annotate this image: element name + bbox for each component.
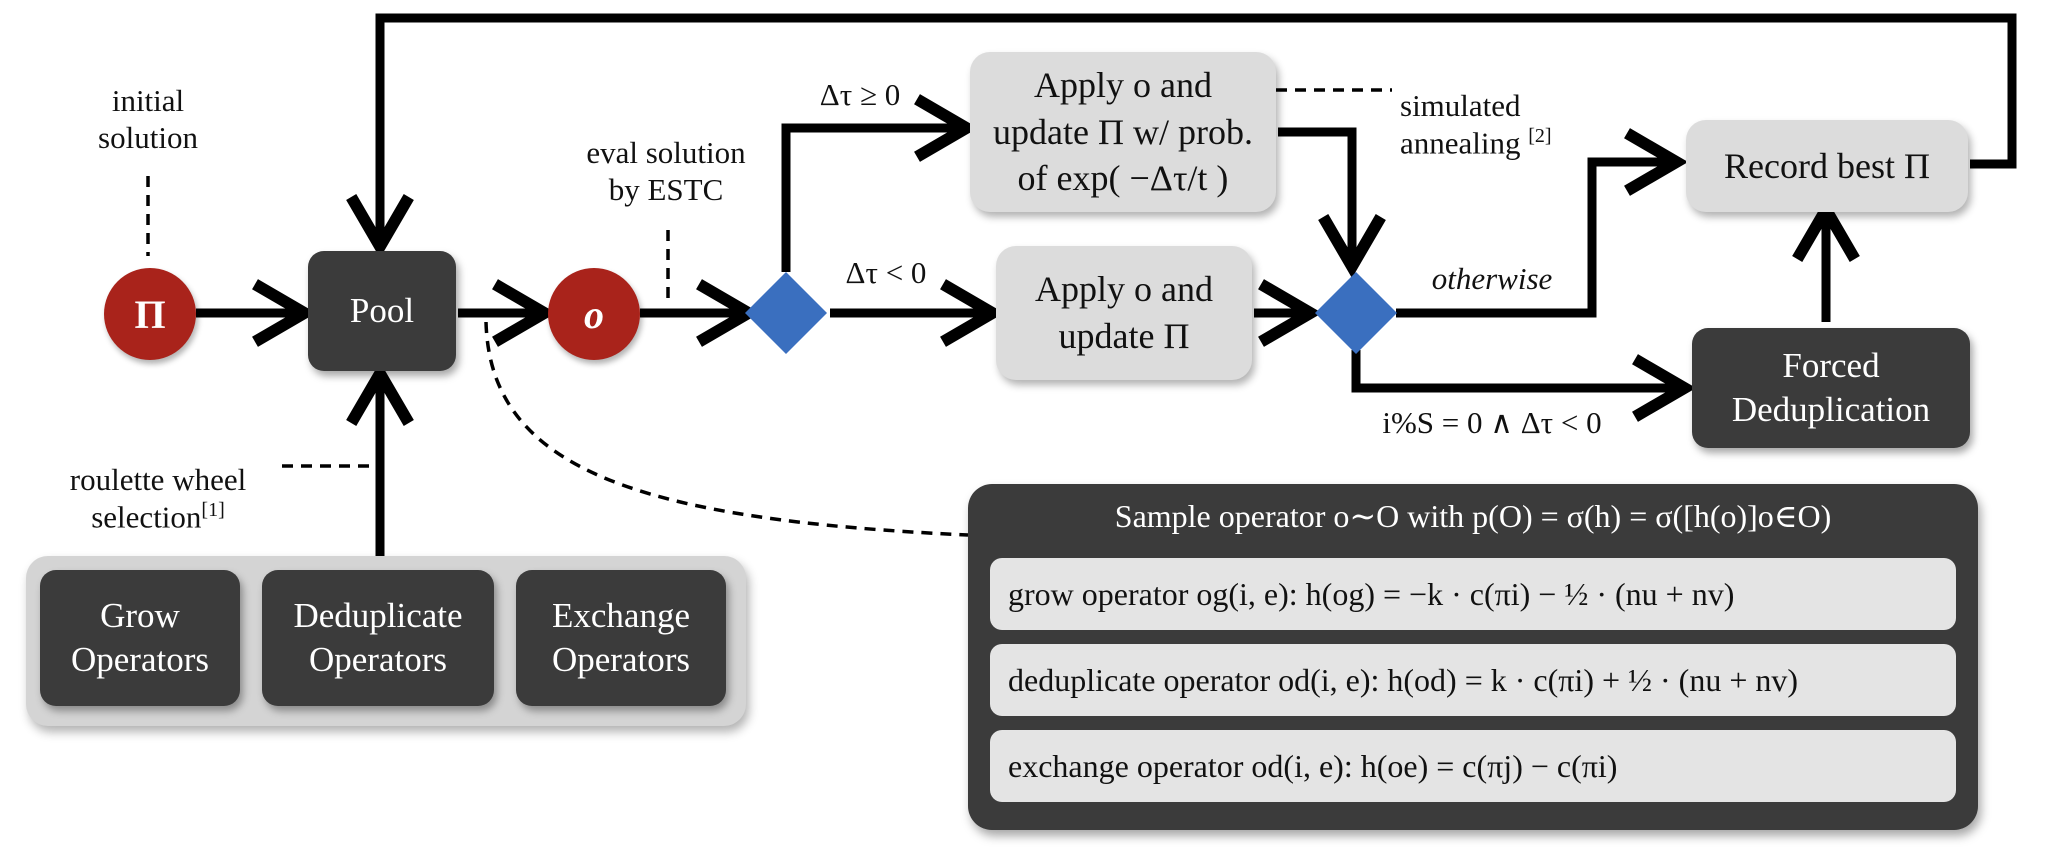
operator-o-node: o [548, 268, 640, 360]
edge-decision2-to-forced-dedup [1351, 350, 1697, 422]
dedup-formula-row: deduplicate operator od(i, e): h(od) = k… [990, 644, 1956, 716]
apply-node: Apply o and update Π [996, 246, 1252, 380]
roulette-wheel-label: roulette wheel selection[1] [38, 424, 278, 536]
grow-formula-text: grow operator og(i, e): h(og) = −k · c(π… [1008, 575, 1735, 612]
roulette-wheel-text: roulette wheel selection [69, 462, 247, 535]
dedup-condition-label: i%S = 0 ∧ Δτ < 0 [1382, 405, 1602, 440]
deduplicate-operators-node: Deduplicate Operators [262, 570, 494, 706]
edge-apply-sa-to-decision2 [1278, 127, 1386, 279]
operators-group: Grow Operators Deduplicate Operators Exc… [26, 556, 746, 726]
initial-solution-label: initial solution [98, 83, 198, 156]
dtau-lt-label: Δτ < 0 [845, 255, 927, 290]
simulated-annealing-label: simulated annealing [2] [1400, 50, 1600, 162]
simulated-annealing-text: simulated annealing [1400, 88, 1521, 161]
edge-decision1-to-apply-sa [781, 94, 979, 272]
exchange-operators-node: Exchange Operators [516, 570, 726, 706]
eval-solution-label: eval solution by ESTC [586, 135, 746, 208]
pool-node: Pool [308, 251, 456, 371]
operator-sampling-panel: Sample operator o∼O with p(O) = σ(h) = σ… [968, 484, 1978, 830]
roulette-citation: [1] [201, 499, 225, 522]
exchange-formula-row: exchange operator od(i, e): h(oe) = c(πj… [990, 730, 1956, 802]
grow-operators-node: Grow Operators [40, 570, 240, 706]
annotation-sample-curve [484, 321, 969, 537]
edge-record-to-pool-loop [346, 13, 2017, 259]
apply-sa-node: Apply o and update Π w/ prob. of exp( −Δ… [970, 52, 1276, 212]
record-best-node: Record best Π [1686, 120, 1968, 212]
dedup-formula-text: deduplicate operator od(i, e): h(od) = k… [1008, 661, 1799, 698]
sampling-title: Sample operator o∼O with p(O) = σ(h) = σ… [1114, 498, 1832, 534]
dtau-ge-label: Δτ ≥ 0 [819, 77, 901, 112]
otherwise-label: otherwise [1431, 261, 1553, 296]
forced-dedup-node: Forced Deduplication [1692, 328, 1970, 448]
exchange-formula-text: exchange operator od(i, e): h(oe) = c(πj… [1008, 747, 1618, 784]
solution-pi-node: Π [104, 268, 196, 360]
annealing-citation: [2] [1528, 125, 1552, 148]
grow-formula-row: grow operator og(i, e): h(og) = −k · c(π… [990, 558, 1956, 630]
edge-decision2-to-record [1396, 128, 1689, 318]
